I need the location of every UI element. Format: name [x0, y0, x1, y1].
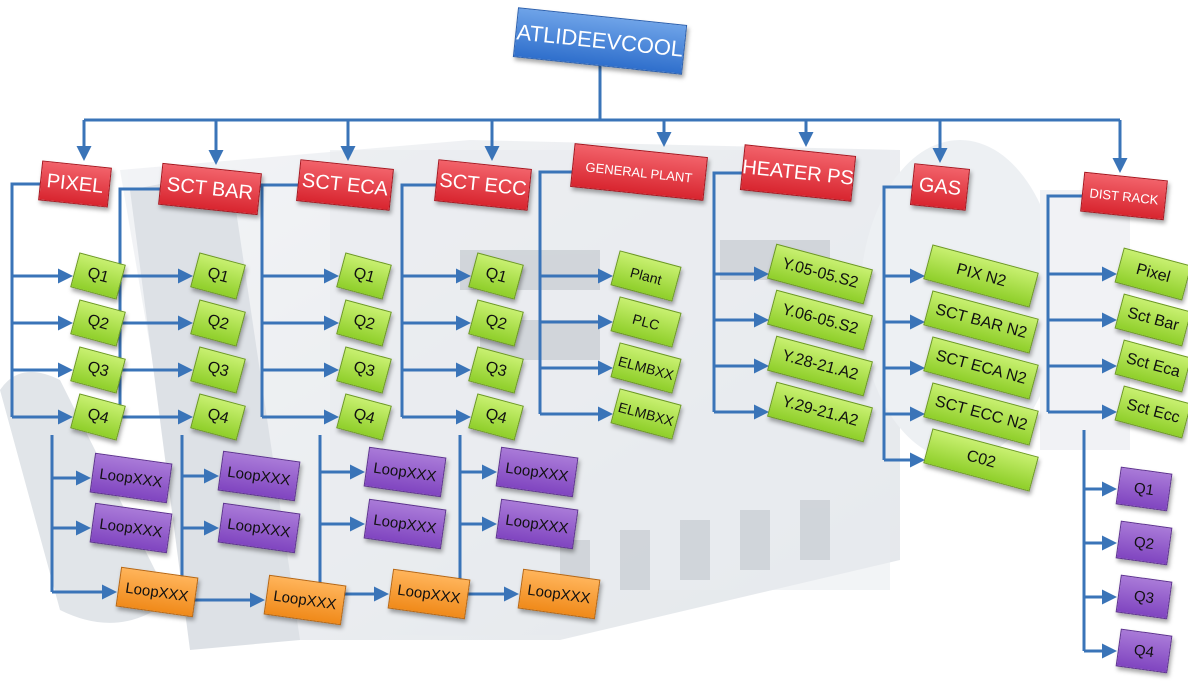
category-node: GAS	[909, 163, 971, 211]
leaf-node-label: Q3	[351, 358, 377, 381]
group-bus	[260, 183, 298, 417]
loop-node-label: Q1	[1132, 479, 1156, 499]
leaf-node-label: Q1	[85, 264, 111, 287]
group-bus	[400, 183, 436, 417]
group-bus	[10, 182, 40, 417]
leaf-node-label: Q3	[483, 358, 509, 381]
loop-node-label: LoopXXX	[98, 465, 164, 491]
group-bus	[118, 187, 160, 417]
leaf-node-label: PIX N2	[954, 260, 1008, 291]
leaf-node-label: Plant	[628, 264, 664, 288]
leaf-node-label: Q1	[351, 264, 377, 287]
leaf-node-label: Q2	[351, 311, 377, 334]
loop-node-label: LoopXXX	[504, 511, 570, 537]
group-bus	[538, 170, 572, 414]
loop-node-label: LoopXXX	[504, 459, 570, 485]
loop-node: Q2	[1115, 520, 1173, 566]
loop-node-label: LoopXXX	[372, 459, 438, 485]
group-bus	[1046, 194, 1082, 412]
leaf-node-label: Sct Eca	[1124, 350, 1182, 381]
loop-node-orange-label: LoopXXX	[272, 587, 338, 613]
leaf-node-label: Q4	[483, 405, 509, 428]
loop-node-label: Q4	[1132, 641, 1156, 661]
leaf-node-label: Q2	[205, 311, 231, 334]
loop-node: Q1	[1115, 466, 1173, 512]
loop-node-orange-label: LoopXXX	[396, 581, 462, 607]
leaf-node-label: Sct Ecc	[1124, 396, 1182, 427]
loop-node-label: LoopXXX	[98, 515, 164, 541]
category-node-label: SCT ECA	[300, 169, 390, 200]
loop-node-label: LoopXXX	[372, 511, 438, 537]
loop-node-orange-label: LoopXXX	[124, 579, 190, 605]
leaf-node-label: ELMBXX	[616, 398, 676, 430]
category-node-label: SCT BAR	[165, 173, 255, 204]
category-node-label: DIST RACK	[1088, 184, 1160, 208]
loop-node-orange-label: LoopXXX	[526, 581, 592, 607]
loop-node-label: Q3	[1132, 587, 1156, 607]
loop-node-label: LoopXXX	[226, 463, 292, 489]
leaf-node-label: PLC	[630, 310, 662, 334]
category-node-label: HEATER PS	[741, 155, 855, 190]
leaf-node-label: Q1	[483, 264, 509, 287]
leaf-node-label: ELMBXX	[616, 352, 676, 384]
category-node-label: GENERAL PLANT	[584, 158, 694, 186]
leaf-node-label: Q3	[205, 358, 231, 381]
leaf-node-label: Q2	[85, 311, 111, 334]
loop-node-label: LoopXXX	[226, 515, 292, 541]
leaf-node-label: Q4	[205, 405, 231, 428]
category-node: PIXEL	[38, 160, 112, 208]
category-node-label: GAS	[917, 173, 963, 200]
leaf-node-label: Q4	[85, 405, 111, 428]
leaf-node-label: Q3	[85, 358, 111, 381]
category-node-label: PIXEL	[45, 169, 105, 198]
root-node-label: ATLIDEEVCOOL	[515, 19, 685, 62]
leaf-node-label: Q1	[205, 264, 231, 287]
category-node-label: SCT ECC	[438, 168, 528, 201]
group-bus	[712, 171, 742, 412]
leaf-node-label: Sct Bar	[1125, 304, 1181, 335]
leaf-node-label: Q2	[483, 311, 509, 334]
loop-node: Q4	[1115, 628, 1173, 674]
loop-node: Q3	[1115, 574, 1173, 620]
category-node: DIST RACK	[1080, 171, 1168, 221]
leaf-node-label: Pixel	[1134, 260, 1173, 287]
leaf-node-label: Q4	[351, 405, 377, 428]
loop-node-label: Q2	[1132, 533, 1156, 553]
leaf-node-label: C02	[964, 447, 998, 472]
